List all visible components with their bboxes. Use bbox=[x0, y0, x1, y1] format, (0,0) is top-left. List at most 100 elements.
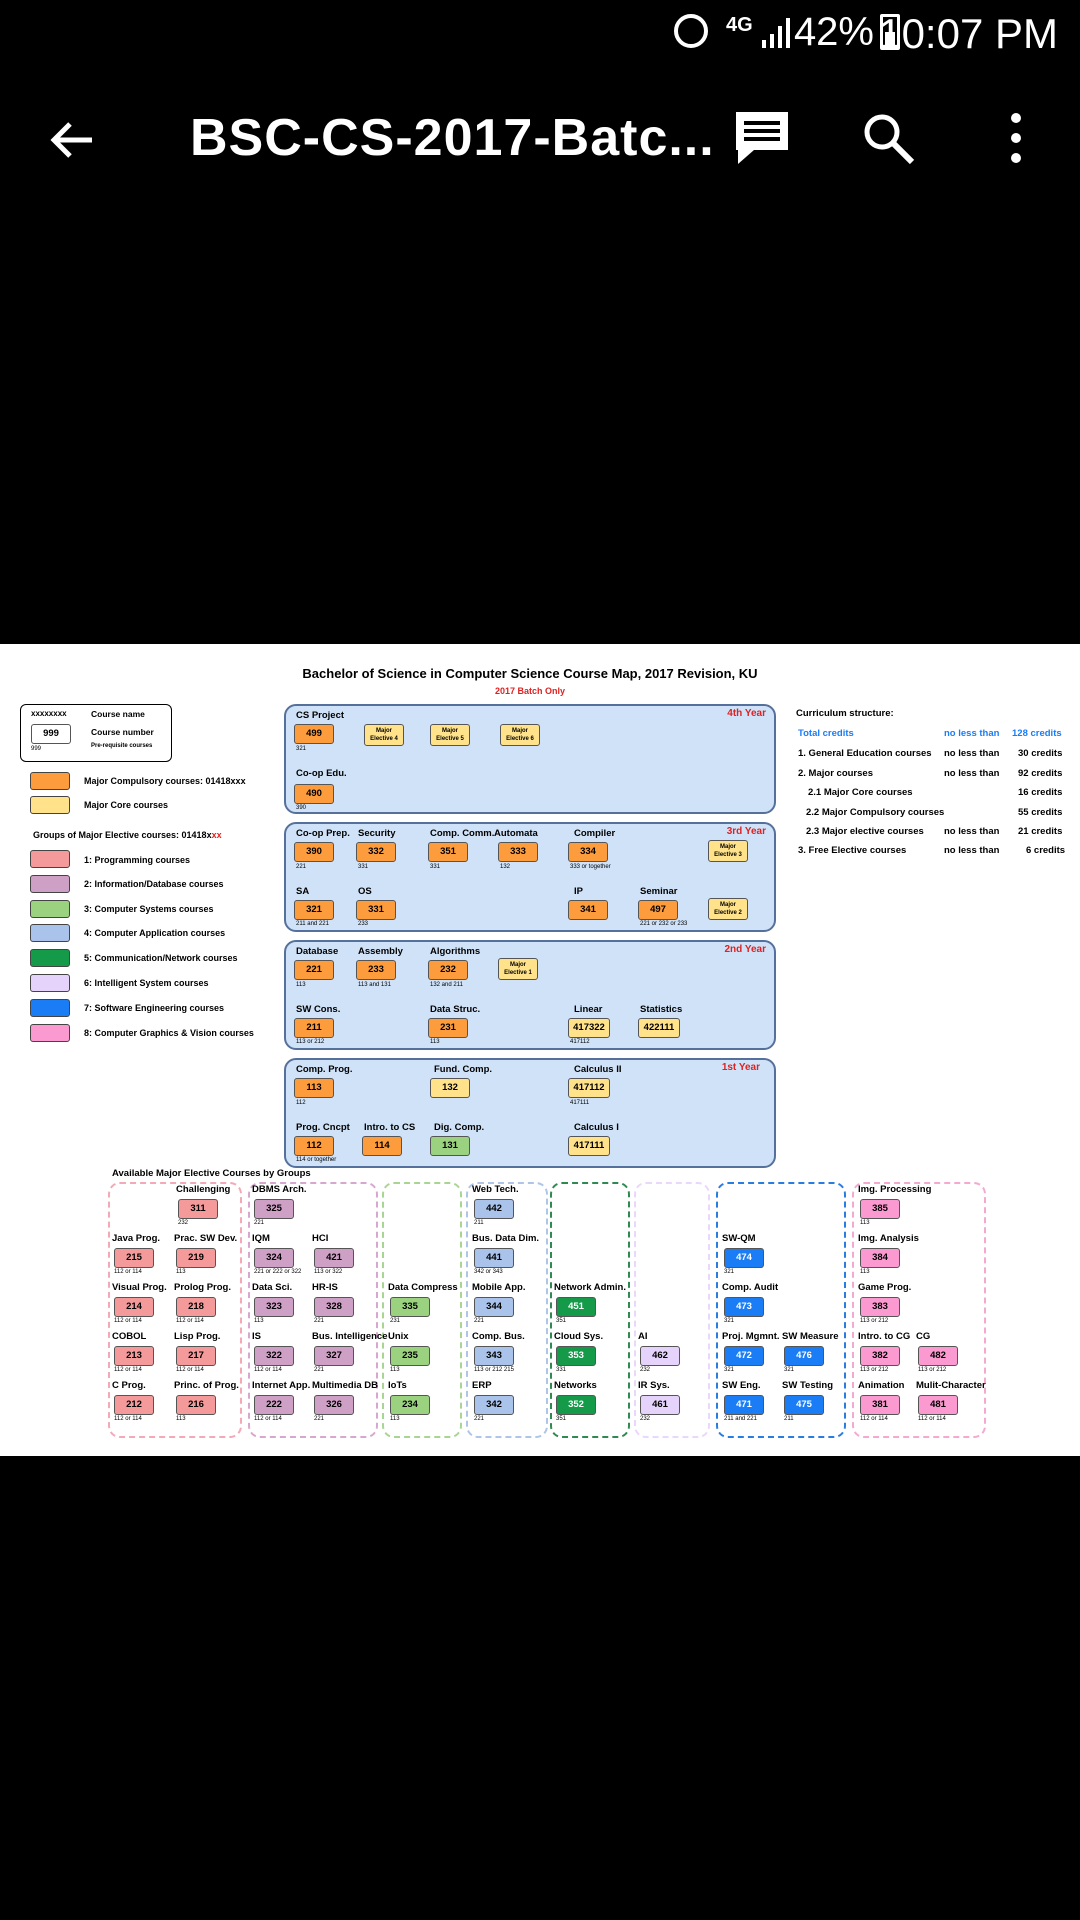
course-name: Dig. Comp. bbox=[434, 1122, 485, 1133]
legend-key-box: xxxxxxxx Course name 999 Course number 9… bbox=[20, 704, 172, 762]
course-334: 334 bbox=[568, 842, 608, 862]
course-390: 390 bbox=[294, 842, 334, 862]
document-title: BSC-CS-2017-Batc... bbox=[190, 109, 715, 167]
course-221: 221 bbox=[294, 960, 334, 980]
course-map-title: Bachelor of Science in Computer Science … bbox=[302, 666, 758, 681]
course-132: 132 bbox=[430, 1078, 470, 1098]
elective-course-name: COBOL bbox=[112, 1331, 147, 1342]
course-231: 231 bbox=[428, 1018, 468, 1038]
course-map-subtitle: 2017 Batch Only bbox=[494, 686, 566, 696]
year-4-box: 4th Year CS Project 499 321 Major Electi… bbox=[284, 704, 776, 814]
curriculum-row-label: 2.2 Major Compulsory courses bbox=[806, 807, 945, 818]
curriculum-row-label: 3. Free Elective courses bbox=[798, 845, 907, 856]
prereq: 333 or together bbox=[570, 864, 611, 870]
elective-course-name: Internet App. bbox=[252, 1380, 311, 1391]
year-3-box: 3rd Year Co-op Prep. Security Comp. Comm… bbox=[284, 822, 776, 932]
elective-course-name: Princ. of Prog. bbox=[174, 1380, 239, 1391]
elective-course-215: 215 bbox=[114, 1248, 154, 1268]
elective-course-323: 323 bbox=[254, 1297, 294, 1317]
elective-course-214: 214 bbox=[114, 1297, 154, 1317]
prereq: 417112 bbox=[570, 1039, 590, 1045]
curriculum-row-value: 21 credits bbox=[1018, 826, 1063, 837]
legend-groups-title: Groups of Major Elective courses: 01418x… bbox=[33, 830, 222, 840]
search-icon[interactable] bbox=[858, 108, 918, 168]
elective-course-352: 352 bbox=[556, 1395, 596, 1415]
course-name: Automata bbox=[494, 828, 538, 839]
curriculum-row-value: 6 credits bbox=[1026, 845, 1066, 856]
elective-course-name: ERP bbox=[472, 1380, 492, 1391]
elective-course-prereq: 211 and 221 bbox=[724, 1416, 757, 1422]
elective-course-name: HR-IS bbox=[312, 1282, 338, 1293]
elective-course-name: HCI bbox=[312, 1233, 329, 1244]
course-417112: 417112 bbox=[568, 1078, 610, 1098]
elective-course-name: Img. Processing bbox=[858, 1184, 932, 1195]
course-321: 321 bbox=[294, 900, 334, 920]
elective-course-prereq: 221 bbox=[474, 1318, 485, 1324]
course-name: Assembly bbox=[358, 946, 403, 957]
elective-course-473: 473 bbox=[724, 1297, 764, 1317]
elective-course-475: 475 bbox=[784, 1395, 824, 1415]
elective-course-322: 322 bbox=[254, 1346, 294, 1366]
elective-course-name: Prolog Prog. bbox=[174, 1282, 231, 1293]
year-2-box: 2nd Year Database Assembly Algorithms 22… bbox=[284, 940, 776, 1050]
course-333: 333 bbox=[498, 842, 538, 862]
legend-code-label: Course name bbox=[91, 709, 145, 719]
elective-group-3 bbox=[382, 1182, 462, 1438]
course-name: Prog. Cncpt bbox=[296, 1122, 350, 1133]
curriculum-row-value: 30 credits bbox=[1018, 748, 1063, 759]
elective-course-prereq: 211 bbox=[474, 1220, 484, 1226]
swatch-group-3 bbox=[30, 900, 70, 918]
elective-group-2 bbox=[248, 1182, 378, 1438]
elective-course-212: 212 bbox=[114, 1395, 154, 1415]
course-112: 112 bbox=[294, 1136, 334, 1156]
battery-percent: 42% bbox=[793, 10, 874, 54]
prereq: 233 bbox=[358, 921, 369, 927]
signal-icon bbox=[762, 18, 790, 48]
elective-course-name: Animation bbox=[858, 1380, 905, 1391]
course-name: Calculus II bbox=[574, 1064, 622, 1075]
elective-course-name: CG bbox=[916, 1331, 931, 1342]
curriculum-row-value: 16 credits bbox=[1018, 787, 1063, 798]
course-name: Intro. to CS bbox=[364, 1122, 416, 1133]
major-elective-6: Major Elective 6 bbox=[500, 724, 540, 746]
course-name: CS Project bbox=[296, 710, 345, 721]
elective-course-name: Visual Prog. bbox=[112, 1282, 167, 1293]
prereq: 417111 bbox=[570, 1100, 590, 1106]
elective-course-name: Networks bbox=[554, 1380, 597, 1391]
prereq: 113 or 212 bbox=[296, 1039, 325, 1045]
elective-course-name: DBMS Arch. bbox=[252, 1184, 307, 1195]
clock: 10:07 PM bbox=[878, 10, 1058, 57]
elective-course-name: IR Sys. bbox=[638, 1380, 670, 1391]
elective-course-prereq: 113 or 212 bbox=[918, 1367, 947, 1373]
course-499: 499 bbox=[294, 724, 334, 744]
elective-course-382: 382 bbox=[860, 1346, 900, 1366]
swatch-group-8 bbox=[30, 1024, 70, 1042]
swatch-group-7 bbox=[30, 999, 70, 1017]
elective-course-441: 441 bbox=[474, 1248, 514, 1268]
elective-course-222: 222 bbox=[254, 1395, 294, 1415]
comment-icon[interactable] bbox=[732, 108, 792, 168]
elective-course-385: 385 bbox=[860, 1199, 900, 1219]
legend-group-1: 1: Programming courses bbox=[84, 855, 191, 865]
curriculum-row-label: 2. Major courses bbox=[798, 768, 873, 779]
curriculum-row-label: Total credits bbox=[798, 728, 854, 739]
elective-course-name: IQM bbox=[252, 1233, 270, 1244]
back-arrow-icon[interactable] bbox=[44, 112, 100, 168]
elective-course-prereq: 112 or 114 bbox=[254, 1367, 282, 1373]
course-113: 113 bbox=[294, 1078, 334, 1098]
elective-group-7 bbox=[716, 1182, 846, 1438]
elective-course-344: 344 bbox=[474, 1297, 514, 1317]
elective-course-462: 462 bbox=[640, 1346, 680, 1366]
elective-course-name: Mulit-Character bbox=[916, 1380, 986, 1391]
elective-course-name: IoTs bbox=[388, 1380, 407, 1391]
more-options-icon[interactable] bbox=[986, 108, 1046, 168]
elective-course-name: Bus. Data Dim. bbox=[472, 1233, 540, 1244]
elective-course-prereq: 112 or 114 bbox=[114, 1416, 142, 1422]
course-name: Database bbox=[296, 946, 339, 957]
elective-course-name: Unix bbox=[388, 1331, 409, 1342]
prereq: 331 bbox=[358, 864, 369, 870]
elective-course-prereq: 112 or 114 bbox=[114, 1318, 142, 1324]
course-name: Data Struc. bbox=[430, 1004, 481, 1015]
swatch-major-core bbox=[30, 796, 70, 814]
course-name: OS bbox=[358, 886, 372, 897]
